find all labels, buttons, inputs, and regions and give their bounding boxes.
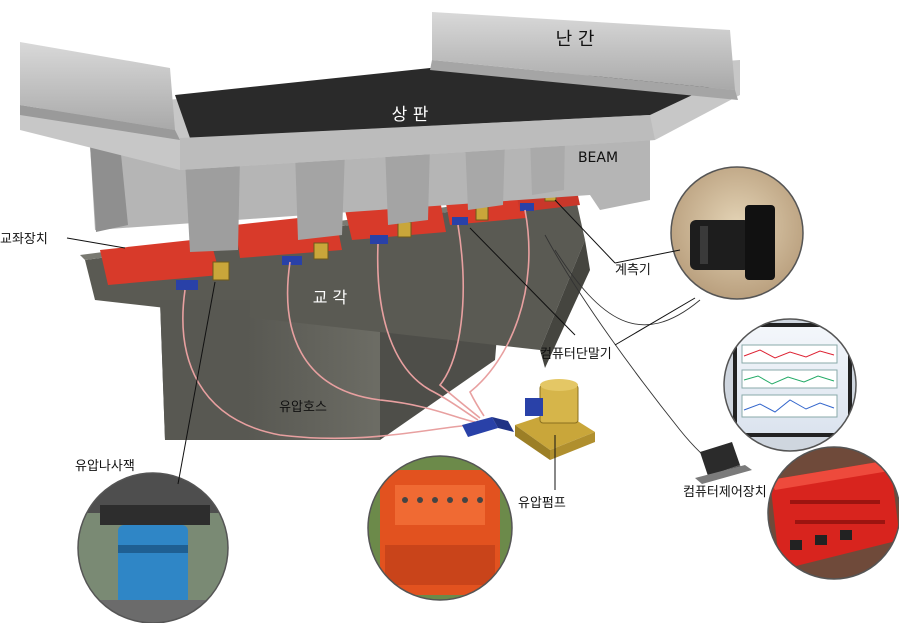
deck [20, 12, 740, 170]
pier-label: 교 각 [313, 288, 348, 307]
screw-jack-photo [77, 472, 229, 623]
terminal-label: 컴퓨터단말기 [540, 347, 612, 362]
controller-label: 컴퓨터제어장치 [683, 485, 767, 500]
control-unit-photo [767, 446, 899, 580]
railing-label: 난 간 [556, 29, 595, 50]
sensor-photo [670, 166, 804, 300]
controller-box [695, 442, 752, 484]
bearing-label: 교좌장치 [0, 232, 48, 247]
hydraulic-hoses [182, 209, 530, 440]
pump-panel-photo [367, 455, 513, 601]
deck-label: 상 판 [392, 105, 429, 125]
hydraulic-pump [515, 379, 595, 460]
pump-label: 유압펌프 [518, 496, 566, 511]
monitor-photo [723, 318, 857, 452]
manifold [462, 417, 514, 437]
jack-label: 유압나사잭 [75, 459, 135, 474]
beam-label: BEAM [578, 150, 618, 166]
leader-lines [66, 199, 696, 490]
sensor-label: 계측기 [615, 263, 651, 278]
hose-label: 유압호스 [279, 400, 327, 415]
